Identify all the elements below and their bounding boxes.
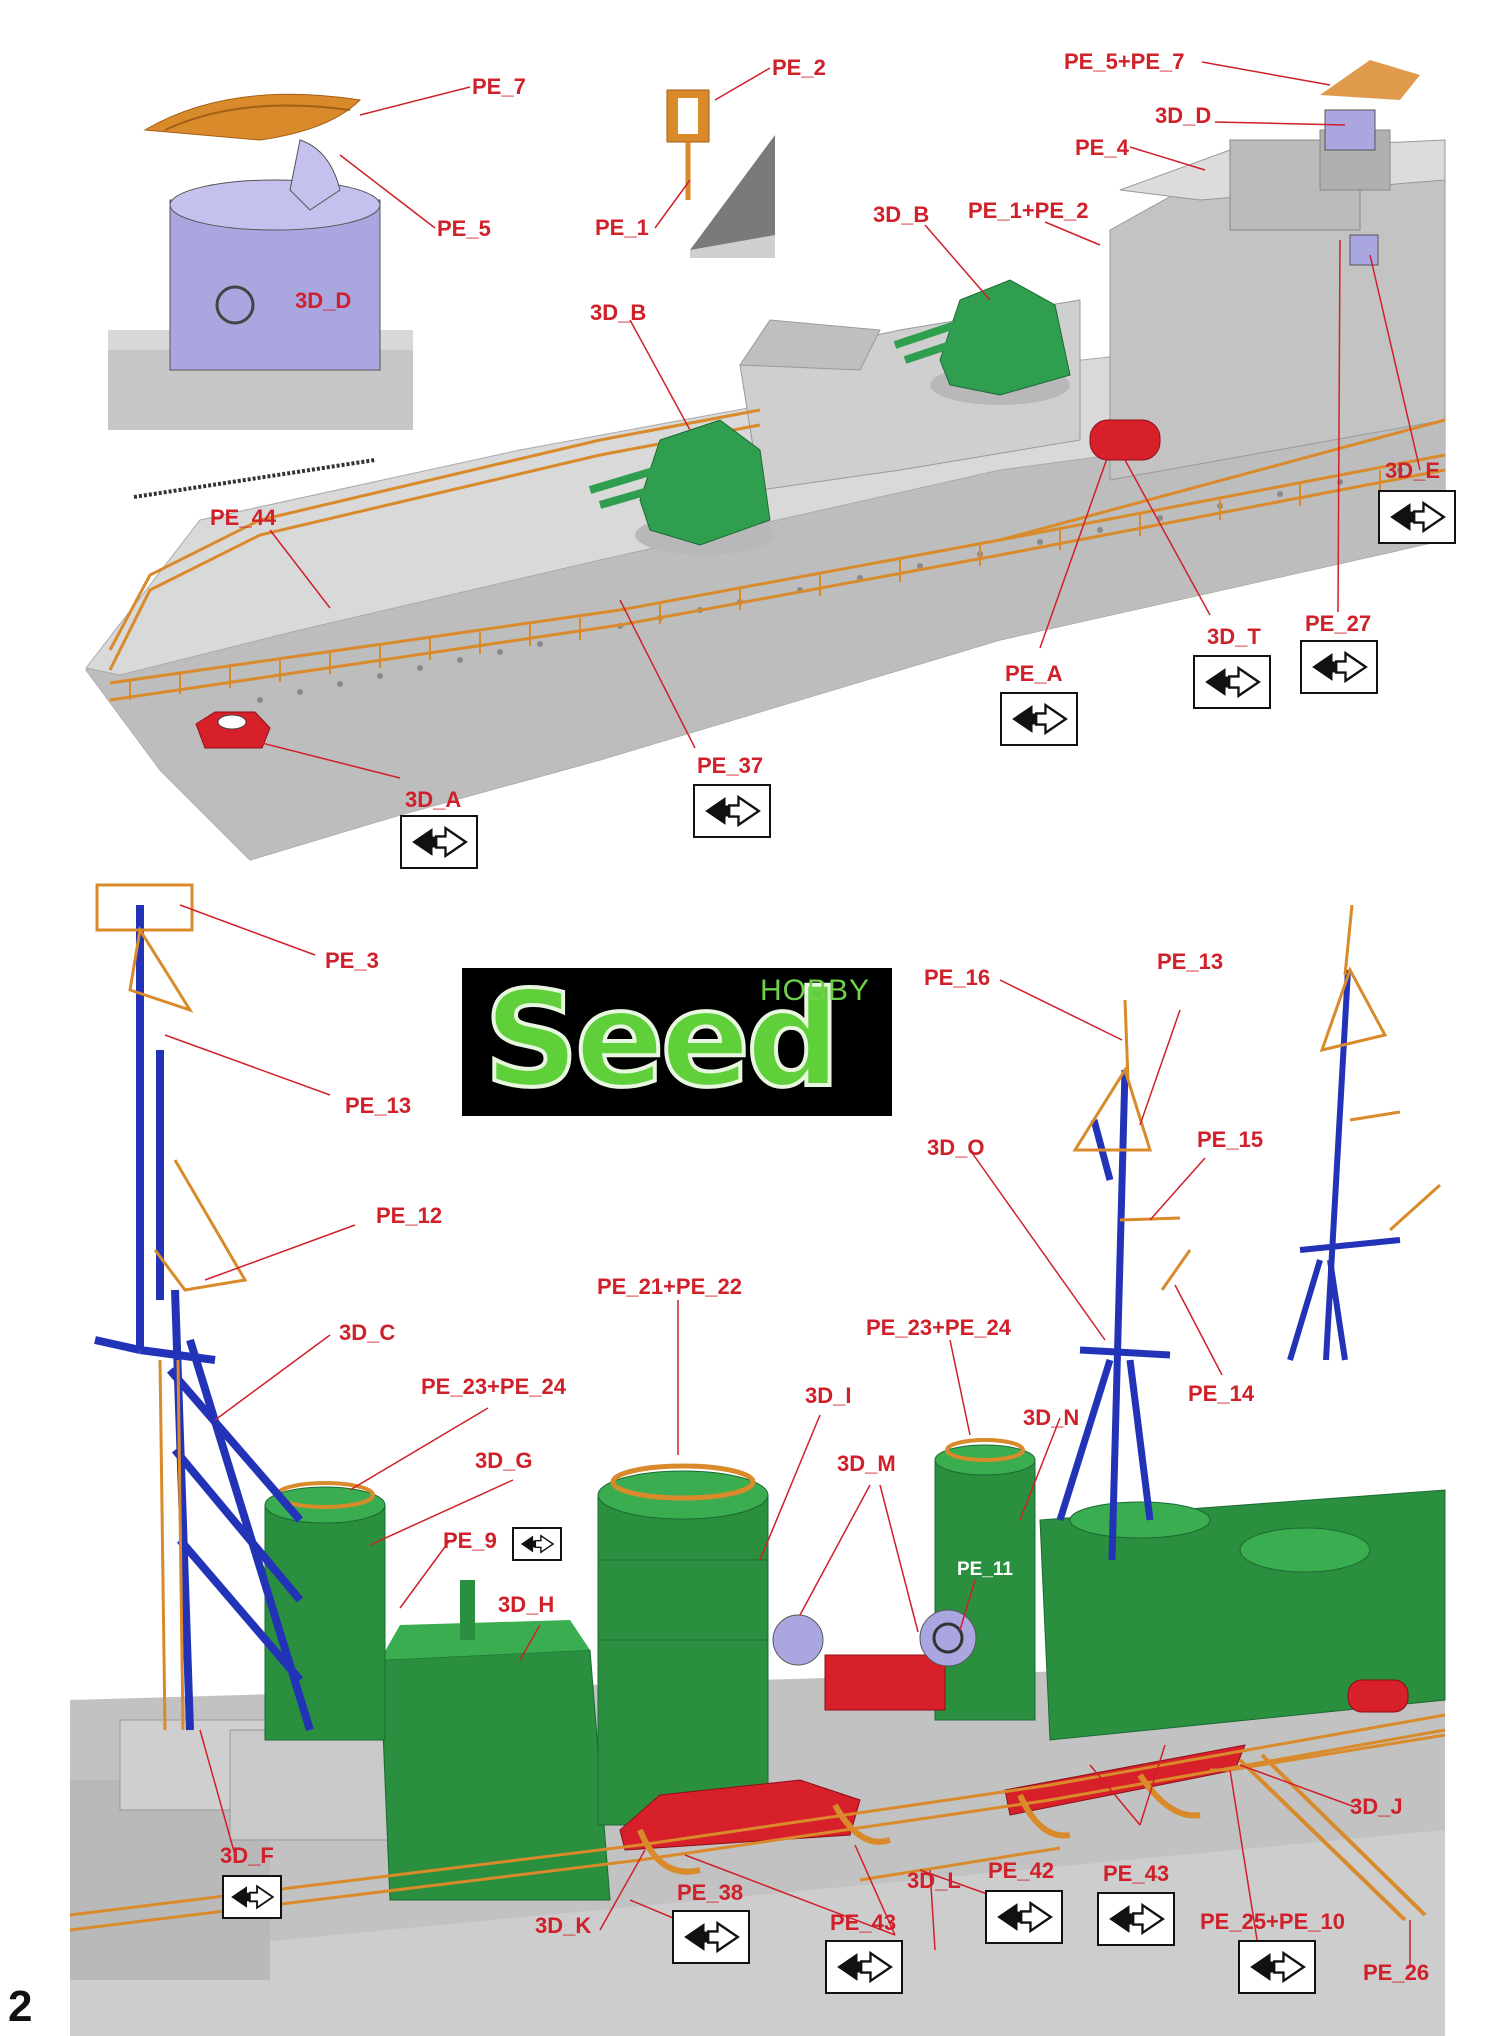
mainmast-alt-yards bbox=[1319, 904, 1442, 1232]
label-3d-b-forward: 3D_B bbox=[590, 300, 647, 325]
label-pe5-inset: PE_5 bbox=[437, 216, 491, 241]
davits bbox=[637, 1773, 1201, 1875]
label-3d-d-inset: 3D_D bbox=[295, 288, 352, 313]
stern-fitting-3d-e bbox=[1349, 234, 1379, 266]
foremast-platforms bbox=[95, 883, 248, 1292]
label-pe12: PE_12 bbox=[376, 1203, 443, 1228]
label-pe43-right: PE_43 bbox=[1103, 1861, 1170, 1886]
label-3d-b-aft: 3D_B bbox=[873, 202, 930, 227]
label-pe43-left: PE_43 bbox=[830, 1910, 897, 1935]
both-sides-arrow-3d-e bbox=[1378, 490, 1456, 544]
label-3d-d: 3D_D bbox=[1155, 103, 1212, 128]
both-sides-arrow-pe43-left bbox=[825, 1940, 903, 1994]
label-pe27: PE_27 bbox=[1305, 611, 1372, 636]
mainmast-alt-view bbox=[1287, 969, 1401, 1361]
bow-railing bbox=[108, 408, 1446, 702]
label-3d-a: 3D_A bbox=[405, 787, 462, 812]
both-sides-arrow-pe-a bbox=[1000, 692, 1078, 746]
seed-hobby-logo: Seed HOBBY bbox=[462, 968, 892, 1116]
fairlead-3d-a bbox=[195, 711, 271, 749]
foremast-ladder bbox=[158, 1359, 185, 1731]
railing-stanchions bbox=[129, 470, 1381, 700]
label-pe9: PE_9 bbox=[443, 1528, 497, 1553]
boat-3d-m bbox=[824, 1654, 946, 1711]
label-pe42: PE_42 bbox=[988, 1858, 1055, 1883]
both-sides-arrow-pe42 bbox=[985, 1890, 1063, 1944]
label-pe-a: PE_A bbox=[1005, 661, 1063, 686]
both-sides-arrow-pe27 bbox=[1300, 640, 1378, 694]
turret-3d-b-forward bbox=[588, 419, 775, 555]
label-3d-f: 3D_F bbox=[220, 1843, 274, 1868]
label-pe23-pe24-left: PE_23+PE_24 bbox=[421, 1374, 566, 1399]
aft-deckhouse bbox=[1039, 1489, 1446, 1741]
both-sides-arrow-3d-a bbox=[400, 815, 478, 869]
mainmast-yards bbox=[1072, 999, 1192, 1291]
mainmast-3d-o bbox=[1056, 1069, 1171, 1561]
label-3d-h: 3D_H bbox=[498, 1592, 555, 1617]
both-sides-arrow-pe38 bbox=[672, 1910, 750, 1964]
label-pe13-right: PE_13 bbox=[1157, 949, 1224, 974]
label-pe7: PE_7 bbox=[472, 74, 526, 99]
label-3d-e: 3D_E bbox=[1385, 458, 1441, 483]
turret-3d-b-aft bbox=[893, 279, 1071, 405]
label-pe21-pe22: PE_21+PE_22 bbox=[597, 1274, 742, 1299]
funnel-forward-3d-g bbox=[264, 1481, 386, 1741]
funnel-main-3d-i bbox=[597, 1463, 769, 1826]
label-pe37: PE_37 bbox=[697, 753, 764, 778]
both-sides-arrow-pe25-pe10 bbox=[1238, 1940, 1316, 1994]
callout-leader-lines bbox=[164, 61, 1421, 1991]
logo-subtitle-text: HOBBY bbox=[759, 974, 870, 1007]
label-pe5-pe7: PE_5+PE_7 bbox=[1064, 49, 1185, 74]
label-3d-j: 3D_J bbox=[1350, 1794, 1403, 1819]
director-3d-d-top bbox=[1320, 60, 1420, 151]
both-sides-arrow-pe9 bbox=[512, 1527, 562, 1561]
label-3d-n: 3D_N bbox=[1023, 1405, 1080, 1430]
label-3d-m: 3D_M bbox=[837, 1451, 896, 1476]
label-pe23-pe24-right: PE_23+PE_24 bbox=[866, 1315, 1011, 1340]
label-3d-o: 3D_O bbox=[927, 1135, 985, 1160]
label-pe25-pe10: PE_25+PE_10 bbox=[1200, 1909, 1345, 1934]
label-pe1: PE_1 bbox=[595, 215, 649, 240]
raft-small-aft bbox=[1347, 1679, 1409, 1713]
page-number: 2 bbox=[8, 1982, 33, 2031]
label-pe3: PE_3 bbox=[325, 948, 379, 973]
label-pe44: PE_44 bbox=[210, 505, 277, 530]
both-sides-arrow-pe37 bbox=[693, 784, 771, 838]
accommodation-ladder-pe26 bbox=[1238, 1753, 1427, 1922]
inset-director-detail bbox=[108, 93, 413, 430]
label-3d-c: 3D_C bbox=[339, 1320, 396, 1345]
label-3d-g: 3D_G bbox=[475, 1448, 533, 1473]
logo-brand-text: Seed bbox=[482, 963, 843, 1117]
motor-boat-3d-k bbox=[619, 1779, 861, 1851]
label-pe15: PE_15 bbox=[1197, 1127, 1264, 1152]
funnel-aft-3d-n bbox=[934, 1438, 1036, 1721]
inset-pe2-detail bbox=[666, 89, 775, 258]
label-pe13-left: PE_13 bbox=[345, 1093, 412, 1118]
label-3d-l: 3D_L bbox=[907, 1868, 961, 1893]
both-sides-arrow-3d-f bbox=[222, 1875, 282, 1919]
anchor-chain bbox=[133, 458, 376, 499]
label-pe11: PE_11 bbox=[957, 1559, 1013, 1580]
label-pe1-pe2: PE_1+PE_2 bbox=[968, 198, 1089, 223]
label-pe2: PE_2 bbox=[772, 55, 826, 80]
both-sides-arrow-3d-t bbox=[1193, 655, 1271, 709]
label-3d-t: 3D_T bbox=[1207, 624, 1261, 649]
life-raft-3d-t bbox=[1089, 419, 1161, 461]
both-sides-arrow-pe43-right bbox=[1097, 1892, 1175, 1946]
label-pe14: PE_14 bbox=[1188, 1381, 1255, 1406]
deck-house-3d-h bbox=[379, 1580, 611, 1901]
label-pe26: PE_26 bbox=[1363, 1960, 1430, 1985]
label-pe16: PE_16 bbox=[924, 965, 991, 990]
label-pe38: PE_38 bbox=[677, 1880, 744, 1905]
label-3d-k: 3D_K bbox=[535, 1913, 592, 1938]
label-pe4: PE_4 bbox=[1075, 135, 1129, 160]
label-3d-i: 3D_I bbox=[805, 1383, 852, 1408]
